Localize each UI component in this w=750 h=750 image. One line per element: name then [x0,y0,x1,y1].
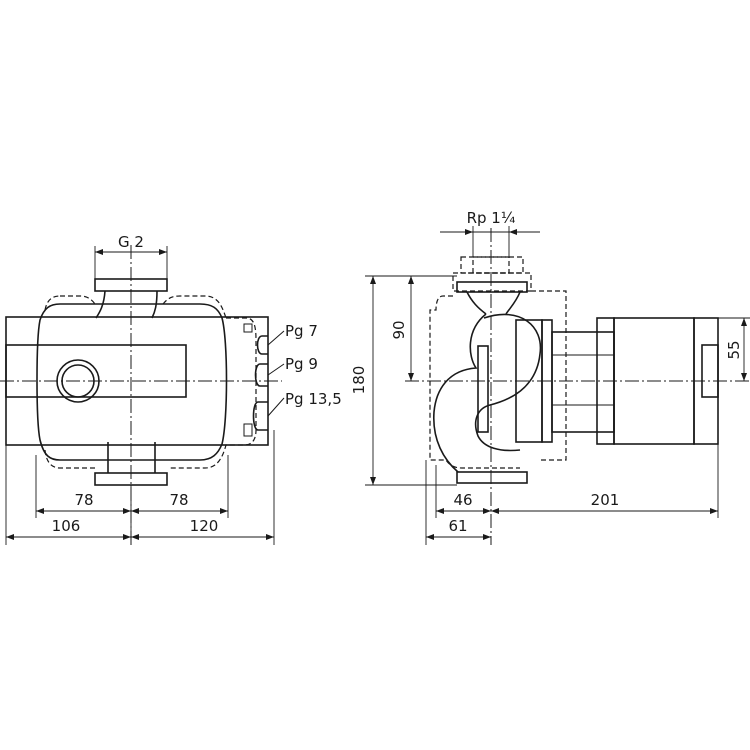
dim-106-label: 106 [52,517,81,535]
pg13-label: Pg 13,5 [285,390,342,408]
shaft-inner-circle [61,364,95,398]
side-bottom-flange [456,471,528,484]
dim-78-arrows [36,508,228,514]
center-band [5,344,187,398]
dim-61-arrows [426,534,491,540]
gland-pg9-shape [254,363,268,387]
dim-55-label: 55 [725,340,743,359]
g2-arrows [95,249,167,255]
gland-caps [243,323,253,437]
volute-curve [474,313,542,452]
leader-pg13 [267,397,285,417]
motor-collar [596,317,615,445]
bottom-neck [107,442,156,473]
dim-78-right-label: 78 [169,491,188,509]
dim-180-label: 180 [350,366,368,395]
dim-46-201-arrows [436,508,718,514]
dim-46-label: 46 [453,491,472,509]
dim-78-left-label: 78 [74,491,93,509]
volute-outer-left [433,313,487,473]
dim-120-label: 120 [190,517,219,535]
terminal-box [701,344,719,398]
leader-pg9 [267,363,285,376]
dim-201-label: 201 [591,491,620,509]
side-shaft-block [477,345,489,433]
dim-61-label: 61 [448,517,467,535]
rp-dashed-inner [472,256,510,274]
side-housing-dashed [429,290,567,469]
top-outlet-flange [94,278,168,292]
shaft-outer-circle [56,359,100,403]
pg9-label: Pg 9 [285,355,318,373]
rp-label: Rp 1¼ [467,209,516,227]
coupling-housing [551,331,615,433]
g2-label: G 2 [118,233,144,251]
gland-pg7-shape [256,335,268,355]
pg7-label: Pg 7 [285,322,318,340]
housing-dashed-outline [44,295,257,469]
leader-pg7 [267,330,285,346]
side-view: Rp 1¼ 180 90 55 46 201 61 [350,209,750,545]
pump-body-outline [36,303,228,461]
side-top-neck [466,291,521,315]
gland-pg13-shape [252,401,268,431]
rp-dashed-top [460,256,524,274]
dim-90-label: 90 [390,320,408,339]
side-top-flange [456,281,528,293]
front-view: G 2 Pg 7 Pg 9 Pg 13,5 78 78 106 120 [0,233,342,545]
